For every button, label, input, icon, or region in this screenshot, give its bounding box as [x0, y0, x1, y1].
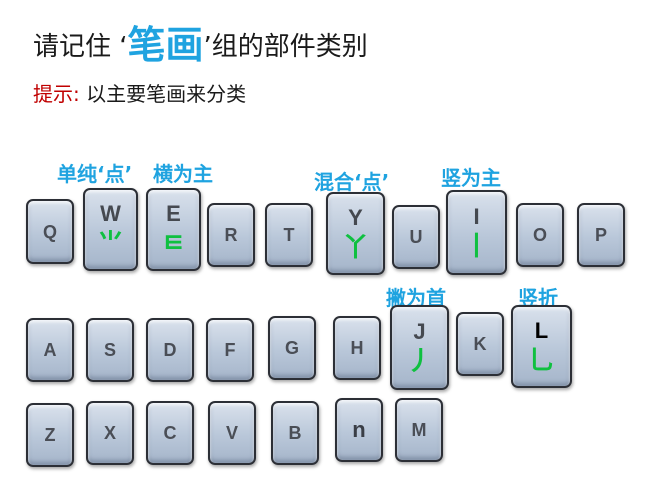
key-r-letter: R: [224, 225, 238, 245]
key-k-letter: K: [473, 334, 487, 354]
group-label-single-dot: 单纯‘点’: [57, 162, 133, 186]
key-v-letter: V: [225, 423, 238, 443]
key-n-letter: n: [352, 417, 366, 442]
key-u-letter: U: [409, 227, 423, 247]
key-q[interactable]: Q: [26, 199, 74, 264]
key-j-letter: J: [413, 318, 426, 344]
page-title: 请记住 ‘笔画’组的部件类别: [33, 14, 368, 69]
key-z[interactable]: Z: [26, 403, 74, 467]
key-u[interactable]: U: [392, 205, 440, 269]
key-h-letter: H: [350, 338, 364, 358]
key-x[interactable]: X: [86, 401, 134, 465]
key-n[interactable]: n: [335, 398, 383, 462]
key-l-stroke: 乚: [528, 345, 555, 376]
key-g[interactable]: G: [268, 316, 316, 380]
key-v[interactable]: V: [208, 401, 256, 465]
group-label-vertical: 竖为主: [441, 166, 501, 190]
key-f[interactable]: F: [206, 318, 254, 382]
title-prefix: 请记住 ‘: [33, 32, 128, 62]
key-l-letter: L: [534, 317, 549, 343]
key-r[interactable]: R: [207, 203, 255, 267]
key-a-letter: A: [43, 340, 57, 360]
key-p-letter: P: [594, 225, 607, 245]
key-t-letter: T: [283, 225, 295, 245]
title-highlight: 笔画: [127, 23, 204, 67]
key-j-stroke: 丿: [406, 346, 433, 377]
key-l[interactable]: L 乚: [511, 305, 572, 388]
key-c[interactable]: C: [146, 401, 194, 465]
key-e-letter: E: [166, 200, 181, 226]
key-m-letter: M: [411, 420, 427, 440]
key-m[interactable]: M: [395, 398, 443, 462]
key-d-letter: D: [163, 340, 177, 360]
key-i-stroke: 丨: [463, 231, 490, 262]
key-q-letter: Q: [42, 221, 57, 242]
key-y-stroke: 丫: [342, 232, 369, 263]
key-k[interactable]: K: [456, 312, 504, 376]
hint-label: 提示:: [33, 82, 80, 106]
key-f-letter: F: [224, 340, 236, 360]
key-s[interactable]: S: [86, 318, 134, 382]
key-w-letter: W: [100, 200, 121, 226]
key-s-letter: S: [103, 340, 116, 360]
hint-line: 提示: 以主要笔画来分类: [33, 78, 246, 107]
key-b[interactable]: B: [271, 401, 319, 465]
key-o-letter: O: [532, 225, 547, 245]
key-z-letter: Z: [44, 425, 56, 445]
key-g-letter: G: [284, 338, 299, 358]
hint-text: 以主要笔画来分类: [79, 82, 247, 106]
key-o[interactable]: O: [516, 203, 564, 267]
key-y-letter: Y: [348, 204, 363, 230]
key-t[interactable]: T: [265, 203, 313, 267]
key-w-stroke: ⺌: [97, 228, 124, 259]
key-x-letter: X: [103, 423, 116, 443]
key-e[interactable]: E ㅌ: [146, 188, 201, 271]
key-p[interactable]: P: [577, 203, 625, 267]
key-a[interactable]: A: [26, 318, 74, 382]
key-i[interactable]: I 丨: [446, 190, 507, 275]
group-label-mixed-dot: 混合‘点’: [314, 170, 390, 194]
group-label-horizontal: 横为主: [153, 162, 213, 186]
key-i-letter: I: [473, 203, 480, 229]
key-j[interactable]: J 丿: [390, 305, 449, 390]
key-c-letter: C: [163, 423, 177, 443]
key-h[interactable]: H: [333, 316, 381, 380]
key-e-stroke: ㅌ: [161, 228, 186, 259]
key-w[interactable]: W ⺌: [83, 188, 138, 271]
key-b-letter: B: [288, 423, 302, 443]
title-suffix: ’组的部件类别: [203, 32, 368, 62]
key-d[interactable]: D: [146, 318, 194, 382]
key-y[interactable]: Y 丫: [326, 192, 385, 275]
